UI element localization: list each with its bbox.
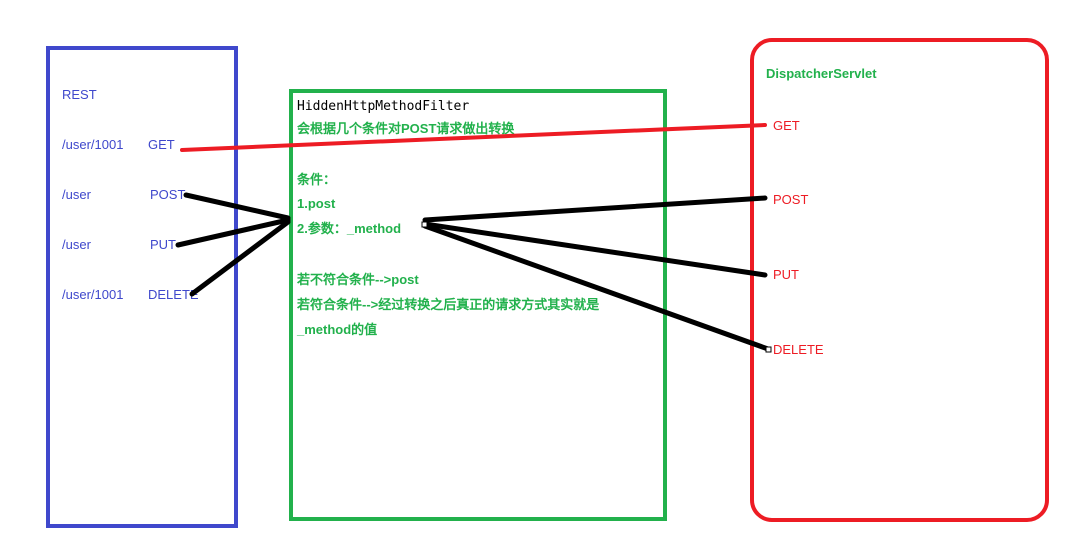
dispatcher-title: DispatcherServlet — [766, 66, 877, 81]
dispatcher-method: DELETE — [773, 342, 824, 357]
condition-2: 2.参数：_method — [297, 221, 402, 236]
rest-route-path: /user — [62, 187, 91, 202]
connector-handle — [765, 346, 772, 353]
get-passthrough-line — [180, 123, 767, 152]
dispatcher-method: GET — [773, 118, 800, 133]
delete-to-filter-line — [189, 219, 291, 297]
filter-to-delete-line — [422, 223, 771, 352]
match-note-line2: _method的值 — [297, 322, 378, 337]
no-match-note: 若不符合条件-->post — [297, 272, 419, 287]
rest-box — [46, 46, 238, 528]
rest-route-path: /user — [62, 237, 91, 252]
condition-title: 条件： — [297, 172, 337, 187]
condition-1: 1.post — [297, 196, 336, 211]
filter-name: HiddenHttpMethodFilter — [297, 99, 470, 114]
match-note-line1: 若符合条件-->经过转换之后真正的请求方式其实就是 — [297, 297, 600, 312]
filter-to-post-line — [422, 195, 768, 223]
rest-route-path: /user/1001 — [62, 137, 124, 152]
rest-route-method: PUT — [150, 237, 176, 252]
dispatcher-method: PUT — [773, 267, 799, 282]
rest-title: REST — [62, 87, 97, 102]
filter-description: 会根据几个条件对POST请求做出转换 — [297, 121, 515, 136]
dispatcher-box — [750, 38, 1049, 522]
rest-route-method: POST — [150, 187, 186, 202]
rest-route-path: /user/1001 — [62, 287, 124, 302]
put-to-filter-line — [175, 217, 291, 248]
connector-handle — [421, 221, 428, 228]
rest-route-method: DELETE — [148, 287, 199, 302]
rest-route-method: GET — [148, 137, 175, 152]
filter-box — [289, 89, 667, 521]
filter-to-put-line — [422, 221, 768, 278]
post-to-filter-line — [183, 192, 291, 221]
dispatcher-method: POST — [773, 192, 809, 207]
